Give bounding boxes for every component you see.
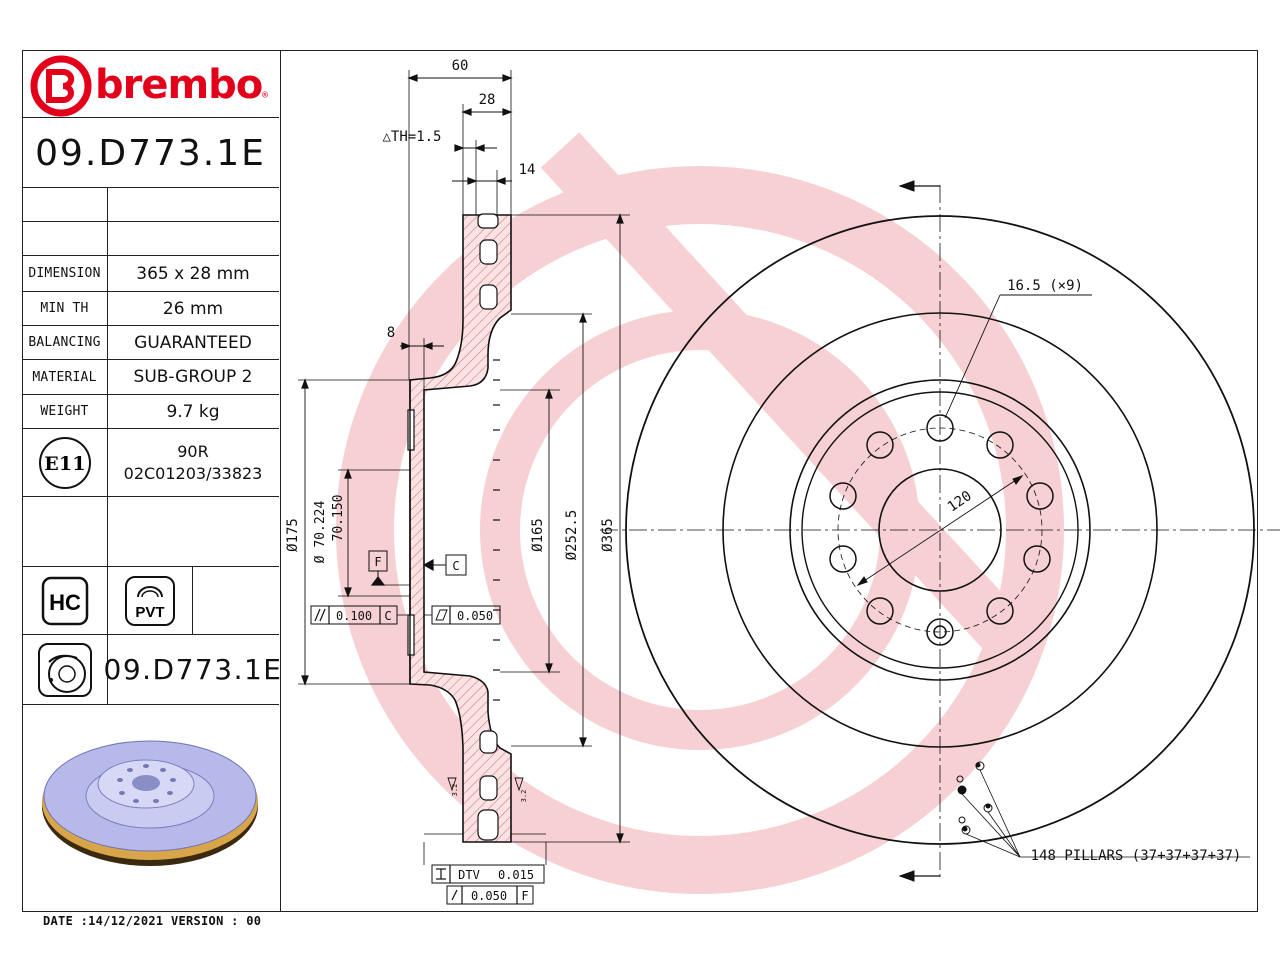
dim-d252: Ø252.5 bbox=[564, 510, 580, 561]
front-view-labels: 16.5 (×9) 120 148 PILLARS (37+37+37+37) bbox=[945, 278, 1242, 864]
tol-parallelism: 0.100 bbox=[336, 609, 372, 623]
brand-name: brembo bbox=[95, 62, 263, 108]
pvt-badge-icon: PVT bbox=[124, 575, 175, 626]
dim-d165: Ø165 bbox=[530, 518, 546, 552]
dim-d70: Ø 70.224 bbox=[313, 501, 328, 564]
blank-cell bbox=[22, 222, 108, 255]
tol-flatness: 0.050 bbox=[457, 609, 493, 623]
hole-callout: 16.5 (×9) bbox=[1007, 278, 1083, 294]
homologation-row: E11 90R 02C01203/33823 bbox=[22, 429, 279, 497]
spec-label: DIMENSION bbox=[22, 256, 108, 291]
section-dimension-labels: 60 28 △TH=1.5 14 8 Ø175 Ø 70.224 70.150 … bbox=[285, 58, 616, 903]
hc-badge-icon: HC bbox=[41, 576, 88, 625]
version-label: VERSION : bbox=[170, 914, 239, 928]
blank-row-3 bbox=[22, 497, 279, 567]
runout-value: 0.050 bbox=[471, 889, 507, 903]
datum-c-label: C bbox=[452, 559, 459, 573]
spec-value: SUB-GROUP 2 bbox=[133, 367, 253, 387]
blank-row-1 bbox=[22, 188, 279, 222]
brake-disc-icon bbox=[37, 642, 92, 697]
tol-parallelism-ref: C bbox=[384, 609, 391, 623]
dtv-value: 0.015 bbox=[498, 868, 534, 882]
hc-cell: HC bbox=[22, 567, 108, 634]
spec-label: WEIGHT bbox=[22, 395, 108, 428]
e11-cell: E11 bbox=[22, 429, 108, 496]
spec-row: BALANCING GUARANTEED bbox=[22, 326, 279, 360]
dtv-label: DTV bbox=[458, 868, 480, 882]
blank-row-2 bbox=[22, 222, 279, 256]
drawing-frame bbox=[22, 50, 1258, 912]
section-view bbox=[298, 70, 630, 905]
blank-cell bbox=[22, 188, 108, 221]
date-value: 14/12/2021 bbox=[88, 914, 164, 928]
brembo-logo-icon bbox=[30, 55, 92, 117]
spec-value: 365 x 28 mm bbox=[136, 263, 250, 284]
front-view bbox=[600, 180, 1280, 882]
disc-section-profile bbox=[409, 214, 512, 843]
part-number-title: 09.D773.1E bbox=[35, 132, 266, 174]
version-value: 00 bbox=[246, 914, 262, 928]
hat-ribs bbox=[493, 359, 500, 701]
dim-width-total: 60 bbox=[452, 58, 469, 74]
roughness-right: 3.2 bbox=[520, 790, 528, 803]
blank-cell bbox=[22, 497, 108, 566]
runout-ref: F bbox=[521, 889, 528, 903]
brand-registered: ® bbox=[262, 90, 269, 101]
dim-w14: 14 bbox=[519, 162, 536, 178]
spec-label: MIN TH bbox=[22, 292, 108, 325]
roughness-left: 3.2 bbox=[451, 784, 459, 797]
spec-value: 26 mm bbox=[162, 298, 224, 319]
pillar-markers bbox=[956, 761, 993, 835]
disc-render-thumbnail bbox=[42, 740, 258, 866]
pvt-cell: PVT bbox=[107, 567, 193, 634]
e11-mark-icon: E11 bbox=[38, 436, 91, 489]
footer-date: DATE :14/12/2021 VERSION : 00 bbox=[43, 914, 261, 928]
dim-d70b: 70.150 bbox=[331, 495, 346, 542]
part-number-bottom: 09.D773.1E bbox=[103, 653, 283, 686]
dim-d175: Ø175 bbox=[285, 518, 301, 552]
datum-f-label: F bbox=[374, 555, 381, 569]
part-number-row bbox=[22, 118, 279, 188]
spec-row: MATERIAL SUB-GROUP 2 bbox=[22, 360, 279, 395]
spec-row: WEIGHT 9.7 kg bbox=[22, 395, 279, 429]
flange-slots bbox=[407, 409, 415, 656]
brand-row bbox=[22, 50, 279, 118]
dim-w8: 8 bbox=[387, 325, 395, 341]
spec-row: MIN TH 26 mm bbox=[22, 292, 279, 326]
homologation-line1: 90R bbox=[177, 441, 209, 461]
dim-d365: Ø365 bbox=[600, 518, 616, 552]
spec-row: DIMENSION 365 x 28 mm bbox=[22, 256, 279, 292]
info-panel: DIMENSION 365 x 28 mm MIN TH 26 mm BALAN… bbox=[22, 50, 281, 912]
part-number-bottom-row: 09.D773.1E bbox=[22, 635, 283, 705]
vent-channels bbox=[477, 213, 499, 841]
e11-text: E11 bbox=[44, 453, 86, 475]
date-label: DATE : bbox=[43, 914, 89, 928]
spec-value: GUARANTEED bbox=[134, 332, 252, 353]
feature-row: HC PVT bbox=[22, 567, 279, 635]
homologation-cell: 90R 02C01203/33823 bbox=[107, 429, 279, 496]
hc-text: HC bbox=[49, 590, 81, 615]
homologation-line2: 02C01203/33823 bbox=[123, 463, 263, 483]
spec-label: BALANCING bbox=[22, 326, 108, 359]
spec-label: MATERIAL bbox=[22, 360, 108, 394]
pcd-label: 120 bbox=[945, 488, 975, 515]
bolt-holes bbox=[829, 414, 1054, 646]
dim-th: △TH=1.5 bbox=[382, 129, 441, 145]
pillars-label: 148 PILLARS (37+37+37+37) bbox=[1031, 848, 1242, 864]
pvt-text: PVT bbox=[135, 604, 164, 621]
spec-value: 9.7 kg bbox=[166, 401, 220, 422]
dim-width-28: 28 bbox=[479, 92, 496, 108]
disc-icon-cell bbox=[22, 635, 108, 704]
